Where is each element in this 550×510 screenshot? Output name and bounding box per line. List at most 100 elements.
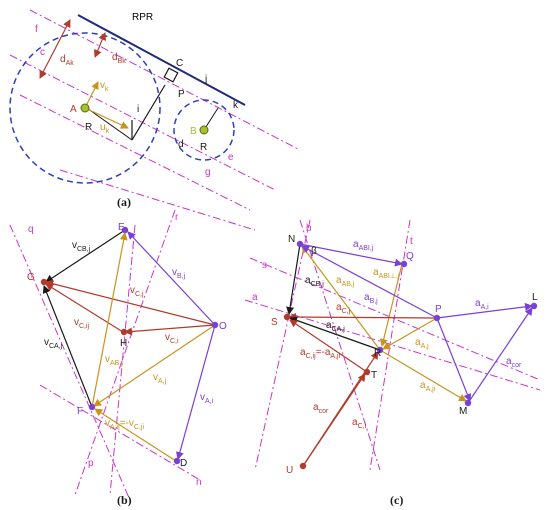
point-P	[433, 314, 441, 322]
label-dBk: dBk	[112, 52, 126, 65]
label-T: T	[371, 370, 377, 381]
vec-aABj	[301, 245, 381, 351]
line-f	[29, 9, 301, 151]
label-vCBj: vCB,j	[72, 240, 91, 253]
point-Q	[400, 260, 408, 268]
label-j: j	[204, 74, 207, 85]
label-C: C	[176, 58, 183, 69]
vec-aCij	[289, 319, 368, 373]
point-U	[299, 462, 307, 470]
vec-aAl	[436, 317, 472, 402]
panel-a: RPR f c dAk dBk C j P	[9, 9, 301, 231]
label-vABj: vAB,j	[105, 354, 123, 367]
label-q: q	[28, 224, 34, 235]
label-D: D	[180, 458, 187, 469]
label-aAj: aA,j	[415, 337, 429, 350]
point-R	[376, 346, 384, 354]
label-acor-L: acor	[506, 356, 522, 369]
label-R2: R	[200, 142, 207, 153]
label-aBj: aB,j	[364, 292, 378, 305]
label-vk: vk	[100, 80, 109, 93]
point-E	[121, 226, 129, 234]
label-r: r	[175, 212, 179, 223]
label-k: k	[233, 100, 239, 111]
line-s	[249, 257, 541, 381]
point-B	[199, 125, 209, 135]
point-H	[120, 328, 128, 336]
caption-b: (b)	[117, 493, 132, 507]
point-A	[80, 103, 90, 113]
label-E: E	[118, 222, 125, 233]
label-beta: β	[311, 246, 317, 257]
vec-aBj	[301, 245, 438, 319]
label-e: e	[228, 152, 234, 163]
label-vCAj: vCA,j	[44, 337, 63, 350]
line-g	[59, 169, 256, 231]
label-N: N	[288, 234, 295, 245]
caption-c: (c)	[390, 493, 403, 507]
label-vAj: vA,j	[153, 372, 167, 385]
label-vCi: vC,i	[165, 332, 179, 345]
label-aCj: aC,j	[336, 302, 351, 315]
label-vAij: vA,ij=-vC,ji	[105, 418, 144, 431]
vec-vCi	[124, 324, 216, 336]
vec-vCBj	[45, 229, 126, 283]
vec-vCij	[45, 283, 124, 333]
label-R: R	[374, 348, 381, 359]
label-c: c	[40, 47, 45, 58]
vec-uk	[84, 107, 129, 129]
label-S: S	[271, 317, 278, 328]
label-i: i	[137, 104, 139, 115]
vec-aAj	[382, 317, 438, 350]
vec-aCj	[288, 313, 438, 322]
dist-dAk	[39, 19, 71, 79]
label-vBj: vB,j	[172, 267, 186, 280]
label-G: G	[27, 272, 35, 283]
label-H: H	[120, 338, 127, 349]
line-r2	[109, 224, 136, 496]
point-D	[173, 457, 181, 465]
label-a-line: a	[252, 292, 258, 303]
label-aCAj: aCA,j	[326, 320, 345, 333]
label-uk: uk	[100, 122, 110, 135]
point-T	[363, 368, 371, 376]
label-aCij: aC,ij=-aA,ji	[300, 347, 341, 360]
vec-vAij	[94, 408, 177, 462]
vec-aCAj	[289, 316, 381, 351]
label-s: s	[262, 260, 267, 271]
label-dAk: dAk	[60, 54, 74, 67]
label-d: d	[178, 139, 184, 150]
label-acor-T: acor	[313, 402, 329, 415]
vec-aABIj	[299, 243, 403, 267]
vec-aAji	[379, 349, 467, 402]
label-O: O	[219, 321, 227, 332]
point-O	[211, 321, 219, 329]
circle-B	[173, 99, 235, 161]
link-j	[77, 14, 246, 106]
label-f: f	[35, 24, 38, 35]
line-r	[74, 209, 176, 496]
label-aCi: aC,i	[352, 417, 367, 430]
panel-c: N b t s a Q S P L R T M U β aABI,j aCB,j…	[244, 219, 541, 507]
label-aABLj: aABI⊥,j	[373, 267, 400, 280]
link-i	[131, 84, 166, 141]
line-b	[254, 219, 311, 471]
label-U: U	[286, 465, 293, 476]
vec-acor-L	[467, 307, 533, 404]
line-q	[9, 224, 131, 501]
line-n	[39, 384, 201, 481]
vec-aABLj	[379, 263, 403, 347]
dist-dBk	[94, 32, 106, 58]
point-L	[530, 302, 538, 310]
label-t: t	[410, 236, 413, 247]
label-aABIj: aABI,j	[353, 239, 374, 252]
vec-vk	[84, 81, 99, 109]
joint-C-box	[163, 67, 179, 83]
circle-A	[9, 32, 161, 184]
label-g: g	[205, 167, 211, 178]
vec-vABj	[91, 232, 128, 408]
label-vCij: vC,ij	[74, 317, 90, 330]
label-vAi: vA,i	[200, 392, 214, 405]
label-aABj: aAB,j	[336, 275, 355, 288]
